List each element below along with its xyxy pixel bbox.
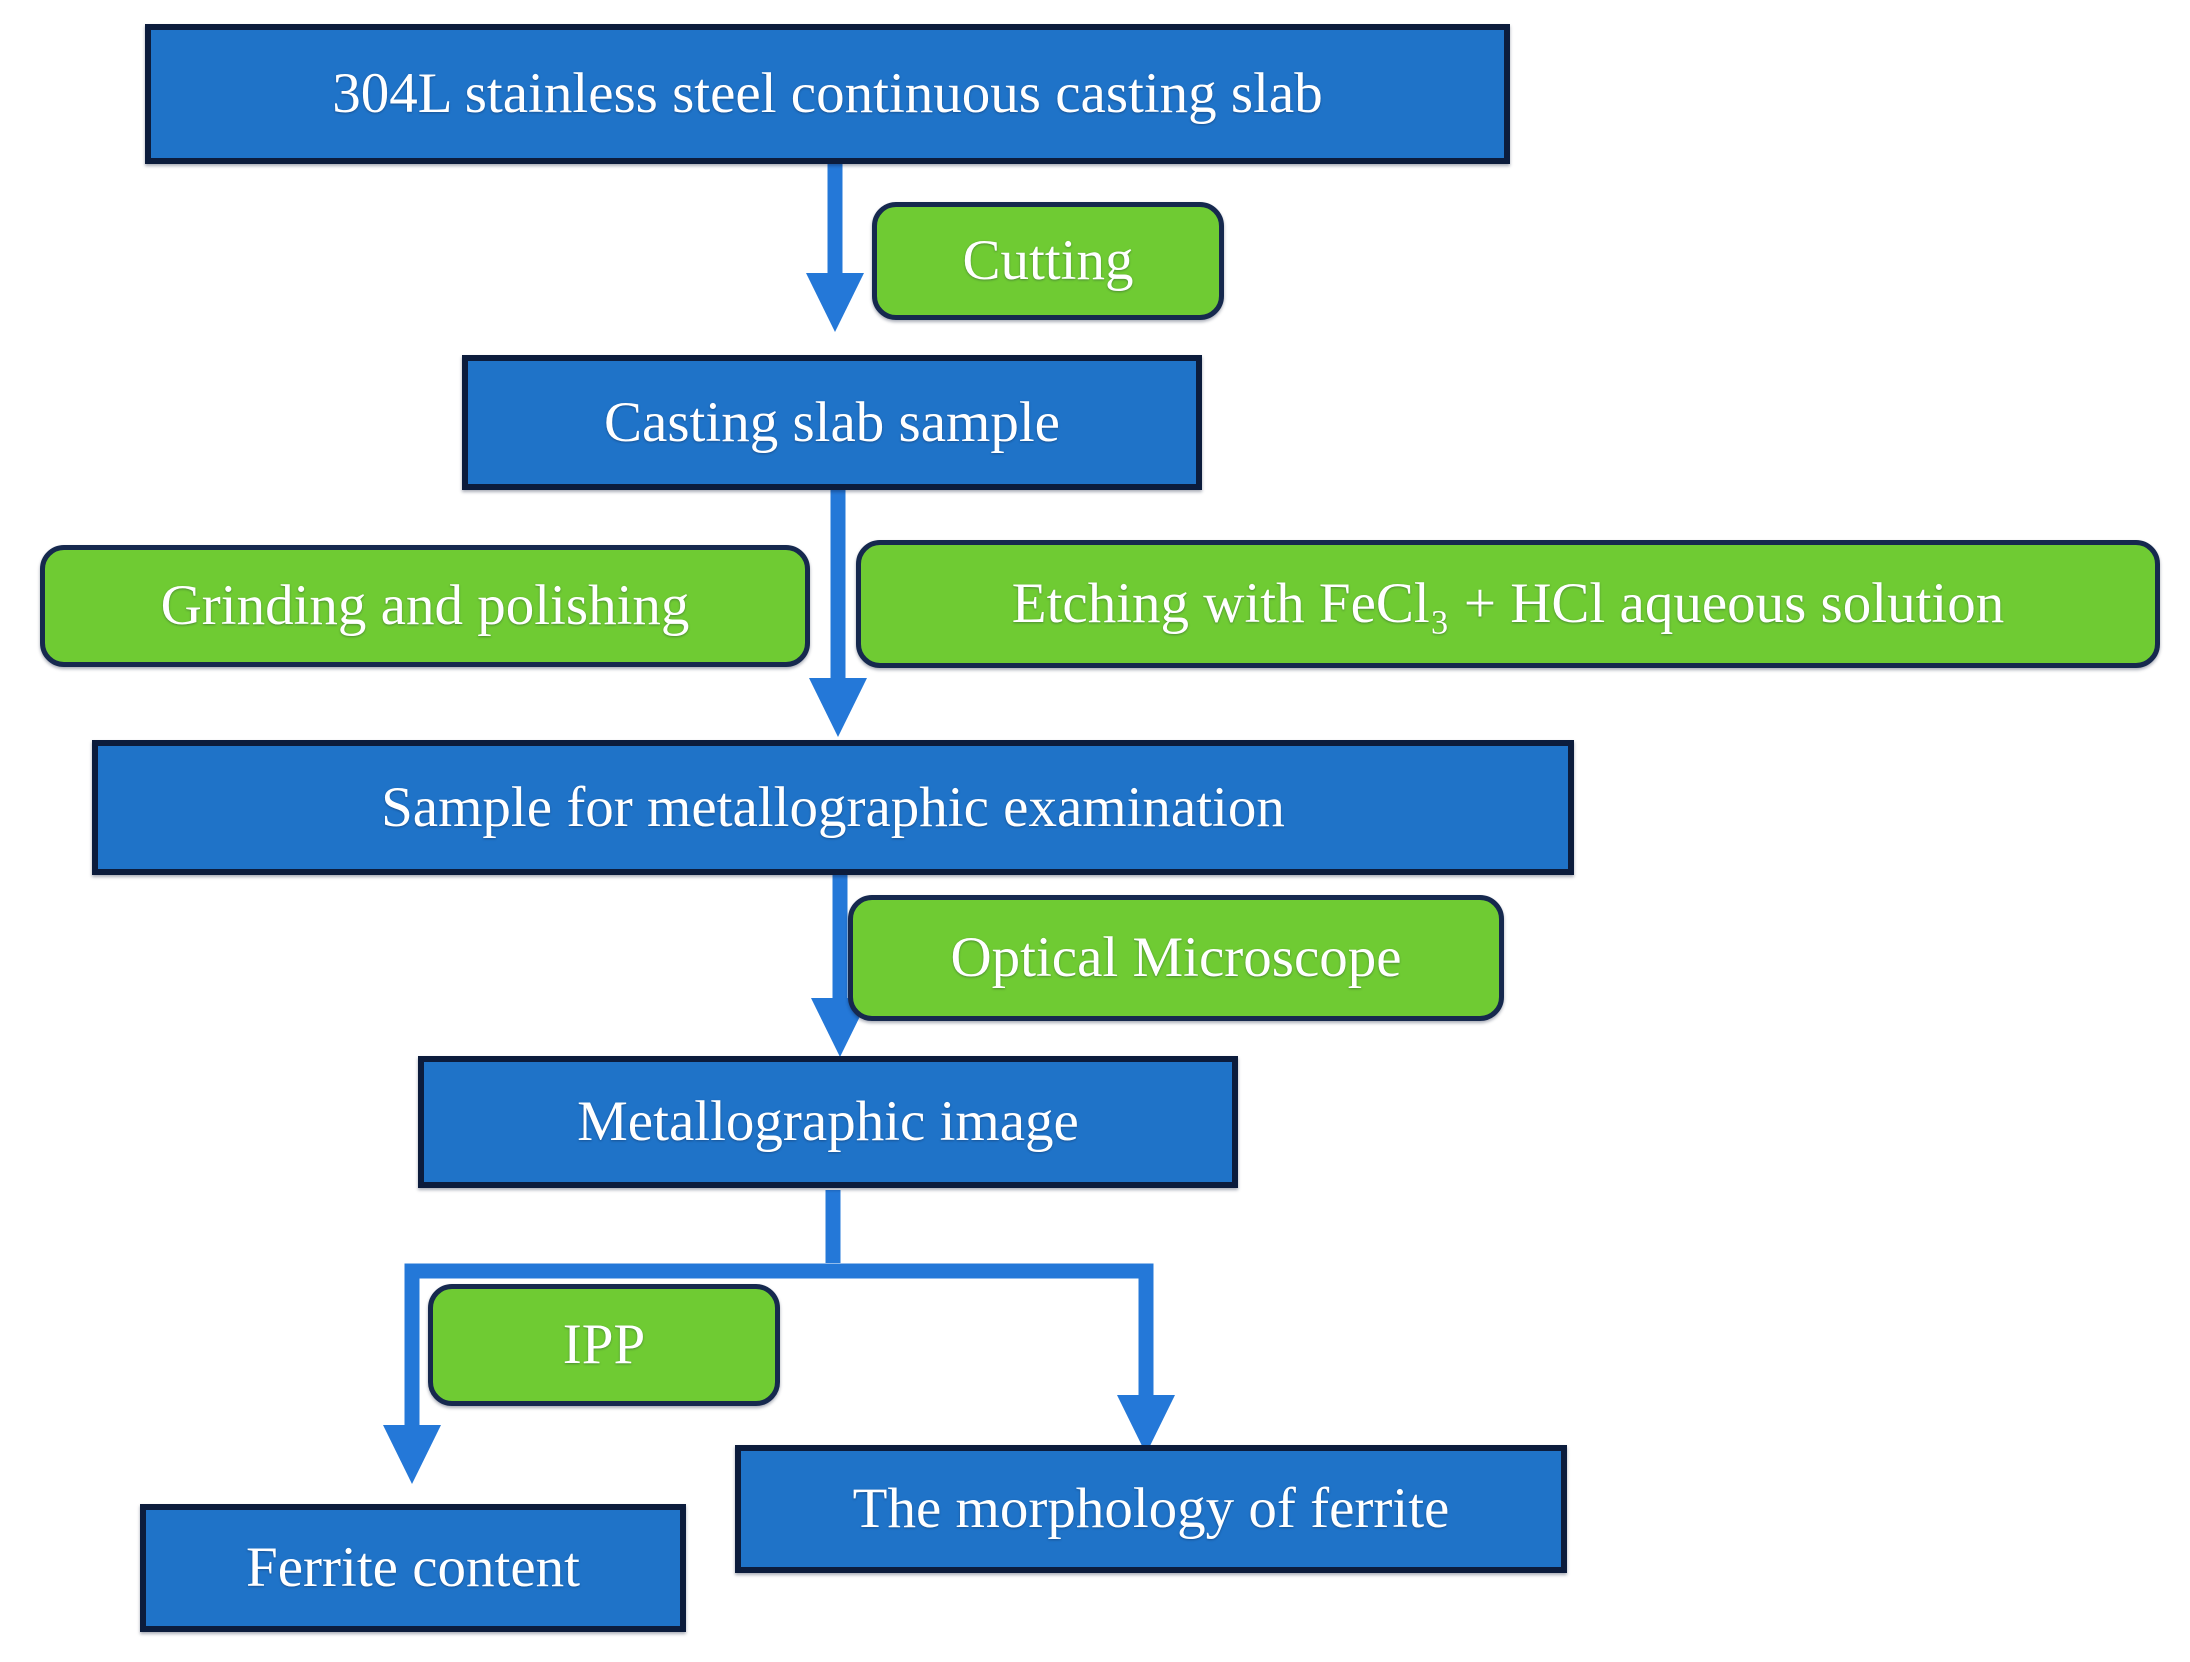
node-casting-slab-sample: Casting slab sample — [462, 355, 1202, 490]
node-source: 304L stainless steel continuous casting … — [145, 24, 1510, 164]
node-ferrite-content: Ferrite content — [140, 1504, 686, 1632]
node-grinding-polishing: Grinding and polishing — [40, 545, 810, 667]
node-metallographic-image: Metallographic image — [418, 1056, 1238, 1188]
node-ipp: IPP — [428, 1284, 780, 1406]
arrow-down-icon — [1117, 1395, 1175, 1454]
connector-branch — [404, 1263, 1154, 1428]
arrow-down-icon — [383, 1425, 441, 1484]
node-morphology-of-ferrite: The morphology of ferrite — [735, 1445, 1567, 1573]
arrowhead-group — [383, 273, 1175, 1484]
arrow-down-icon — [806, 273, 864, 332]
node-etching: Etching with FeCl₃ + HCl aqueous solutio… — [856, 540, 2160, 668]
node-optical-microscope: Optical Microscope — [848, 895, 1504, 1021]
node-cutting: Cutting — [872, 202, 1224, 320]
arrow-group — [404, 163, 1154, 1428]
arrow-down-icon — [809, 678, 867, 737]
node-sample-metallographic: Sample for metallographic examination — [92, 740, 1574, 875]
